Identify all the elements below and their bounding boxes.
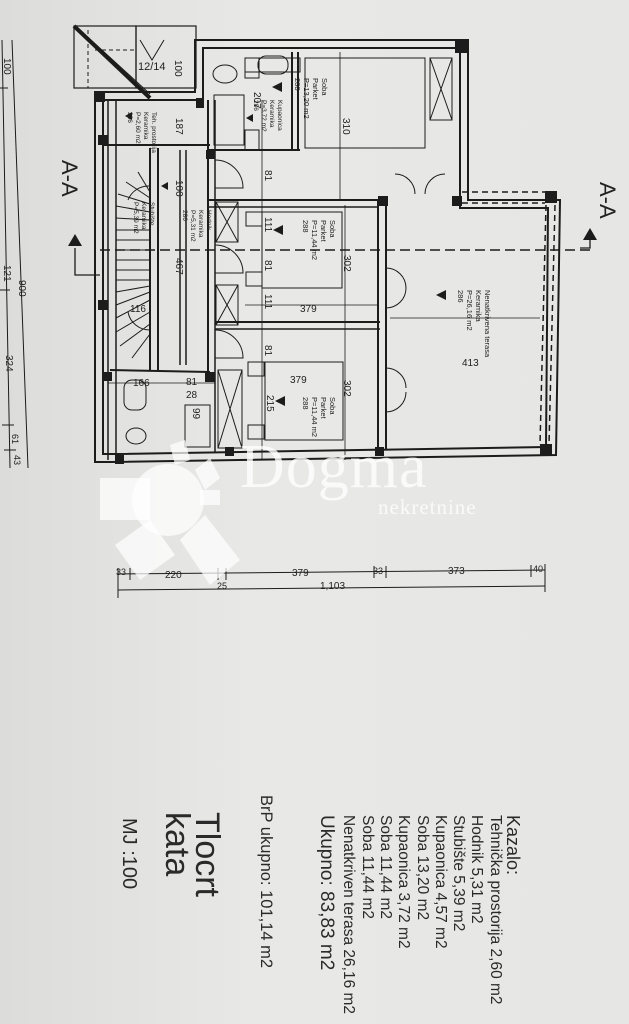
svg-text:288: 288 (301, 397, 310, 410)
dim-187: 187 (173, 118, 184, 135)
svg-text:Stubište: Stubište (148, 202, 155, 226)
legend-item: Soba 11,44 m2 (376, 815, 394, 919)
plan-title-line1: Tlocrt (188, 812, 226, 897)
dim-bottom-total: 1,103 (320, 581, 345, 592)
dim-bottom-379: 379 (292, 568, 309, 579)
plan-scale: MJ :100 (118, 818, 140, 890)
svg-text:Teh. prostorija: Teh. prostorija (150, 112, 157, 153)
svg-text:Keramika: Keramika (268, 100, 275, 128)
plan-title: Tlocrt kata (158, 812, 226, 897)
stair-label: 12/14 (138, 61, 166, 73)
dim-bottom-220: 220 (165, 570, 182, 581)
dim-left-324: 324 (3, 355, 14, 372)
brp-total: BrP ukupno: 101,14 m2 (257, 795, 275, 969)
svg-text:Keramika: Keramika (142, 112, 149, 140)
dim-413: 413 (462, 358, 479, 369)
legend-total: Ukupno: 83,83 m2 (316, 815, 338, 971)
watermark-subtitle: nekretnine (378, 495, 477, 519)
dim-left-61: 61 (10, 434, 20, 444)
svg-text:Nenatkrivena terasa: Nenatkrivena terasa (483, 290, 492, 358)
svg-text:Soba: Soba (328, 220, 337, 238)
svg-text:Keramika: Keramika (474, 290, 483, 323)
dim-166: 166 (133, 378, 150, 389)
dim-207: 207 (251, 92, 262, 109)
dim-215: 215 (264, 395, 275, 412)
svg-text:Parket: Parket (319, 397, 328, 420)
dim-81c: 81 (262, 345, 273, 357)
dim-left-900: 900 (16, 280, 27, 297)
svg-text:286: 286 (252, 100, 259, 111)
section-label-left: A-A (57, 160, 82, 197)
legend-item: Hodnik 5,31 m2 (468, 815, 486, 924)
legend-item: Nenatkriven terasa 26,16 m2 (340, 815, 358, 1015)
svg-text:286: 286 (456, 290, 465, 303)
dim-302a: 302 (341, 255, 352, 272)
svg-text:P=5,31 m2: P=5,31 m2 (189, 210, 196, 242)
svg-text:P=2,60 m2: P=2,60 m2 (134, 112, 141, 144)
svg-text:Hodnik: Hodnik (205, 210, 212, 231)
dim-bottom-25: 25 (217, 581, 227, 591)
dim-111b: 111 (262, 294, 273, 310)
svg-text:Parket: Parket (311, 78, 320, 101)
legend-item: Soba 11,44 m2 (358, 815, 376, 919)
dim-310: 310 (340, 118, 351, 135)
dim-379b: 379 (290, 375, 307, 386)
legend: Kazalo: Tehnička prostorija 2,60 m2 Hodn… (316, 815, 523, 1015)
dim-100: 100 (173, 180, 184, 197)
dim-100-top: 100 (172, 60, 183, 77)
svg-text:P=26,16 m2: P=26,16 m2 (465, 290, 474, 331)
dim-467: 467 (173, 258, 184, 275)
dim-left-100: 100 (1, 58, 12, 75)
svg-text:P=3,72 m2: P=3,72 m2 (260, 100, 267, 132)
svg-text:Keramika: Keramika (140, 202, 147, 230)
dim-bottom-373: 373 (448, 566, 465, 577)
dim-81a: 81 (262, 170, 273, 182)
dim-302b: 302 (341, 380, 352, 397)
svg-text:P=13,20 m2: P=13,20 m2 (302, 78, 311, 119)
svg-text:P=11,44 m2: P=11,44 m2 (310, 397, 319, 437)
dim-116: 116 (130, 304, 146, 315)
svg-text:Parket: Parket (319, 220, 328, 243)
dim-left-43: 43 (12, 455, 22, 465)
svg-text:P=11,44 m2: P=11,44 m2 (310, 220, 319, 260)
dim-bottom-33a: 33 (116, 567, 126, 577)
svg-text:286: 286 (181, 210, 188, 221)
svg-text:288: 288 (301, 220, 310, 233)
svg-text:Soba: Soba (328, 397, 337, 415)
dim-28: 28 (186, 390, 198, 401)
watermark-brand: Dogma (240, 433, 428, 501)
dim-left-121: 121 (1, 265, 12, 282)
legend-item: Kupaonica 4,57 m2 (431, 815, 449, 949)
svg-text:Kupaonica: Kupaonica (276, 100, 283, 131)
svg-text:288: 288 (293, 78, 302, 91)
dim-bottom-40: 40 (533, 564, 543, 574)
dim-111a: 111 (262, 217, 273, 233)
legend-item: Soba 13,20 m2 (413, 815, 431, 921)
legend-item: Tehnička prostorija 2,60 m2 (486, 815, 504, 1005)
dim-bottom-33b: 33 (373, 566, 383, 576)
legend-item: Stubište 5,39 m2 (450, 815, 468, 932)
dim-379a: 379 (300, 304, 317, 315)
dim-99: 99 (190, 408, 201, 420)
svg-text:Keramika: Keramika (197, 210, 204, 238)
legend-heading: Kazalo: (503, 815, 523, 876)
dim-81b: 81 (262, 260, 273, 272)
section-label-right: A-A (595, 182, 620, 219)
svg-text:286: 286 (126, 112, 133, 123)
watermark-logo-icon (100, 440, 240, 585)
svg-text:P=5,39 m2: P=5,39 m2 (132, 202, 139, 234)
dim-81d: 81 (186, 377, 198, 388)
legend-item: Kupaonica 3,72 m2 (395, 815, 413, 949)
svg-text:Soba: Soba (320, 78, 329, 96)
